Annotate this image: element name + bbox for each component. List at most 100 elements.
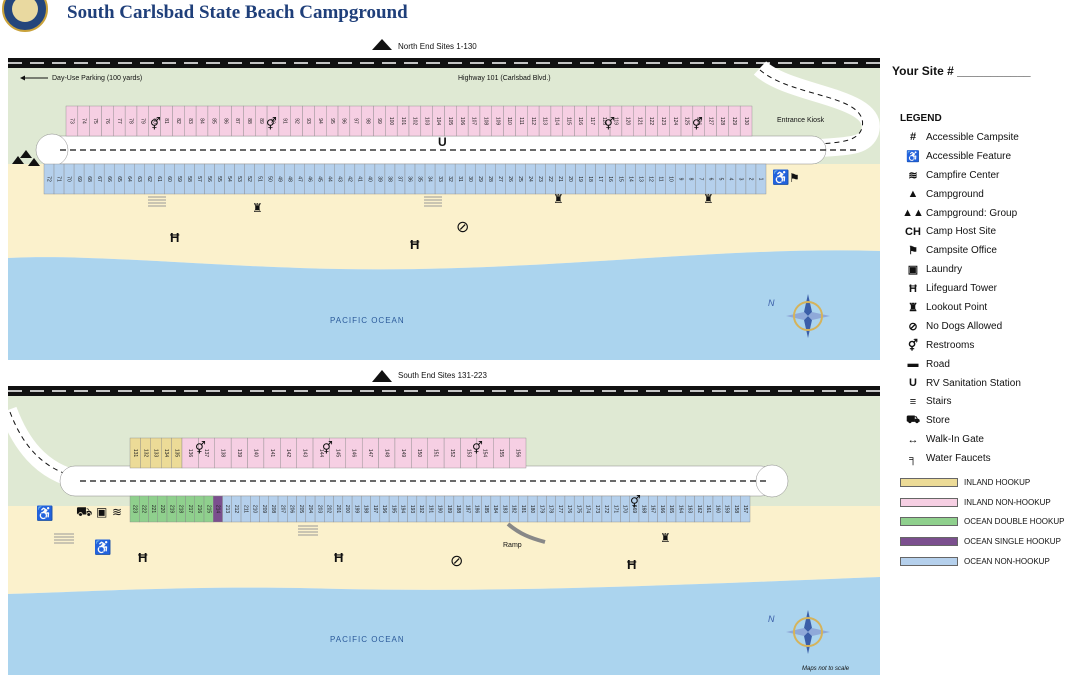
campsite-number: 112 (530, 117, 536, 125)
campsite-number: 150 (416, 449, 422, 458)
legend-label: Campsite Office (926, 245, 997, 257)
legend-label: Accessible Campsite (926, 131, 1019, 143)
campsite-number: 106 (459, 117, 465, 126)
campsite-number: 71 (56, 176, 62, 182)
campsite-number: 184 (492, 505, 498, 514)
campsite-number: 24 (527, 176, 533, 182)
campsite-number: 141 (269, 449, 275, 458)
campsite-number: 119 (613, 117, 619, 125)
campsite-number: 215 (205, 505, 211, 514)
campsite-number: 213 (224, 505, 230, 514)
campsite-number: 49 (276, 176, 282, 182)
color-legend-item: OCEAN SINGLE HOOKUP (900, 532, 1080, 552)
campsite-number: 129 (731, 117, 737, 126)
campsite-number: 163 (687, 505, 693, 514)
campsite-number: 144 (318, 449, 324, 458)
lifeguard-tower-icon: Ħ (334, 550, 344, 565)
campsite-number: 124 (672, 117, 678, 126)
campsite-number: 76 (104, 118, 110, 124)
campsite-number: 174 (585, 505, 591, 514)
campsite-number: 42 (347, 176, 353, 182)
ramp-label: Ramp (503, 542, 522, 549)
legend-title: LEGEND (900, 113, 942, 124)
campsite-number: 89 (258, 118, 264, 124)
campsite-number: 156 (514, 449, 520, 458)
campsite-number: 44 (326, 176, 332, 182)
group-campground-icon (12, 150, 40, 166)
south-beach-sand (8, 506, 880, 594)
campsite-number: 146 (351, 449, 357, 458)
campsite-number: 115 (565, 117, 571, 125)
south-campground-icon (372, 370, 392, 382)
campsite-number: 159 (724, 505, 730, 514)
campsite-number: 34 (427, 176, 433, 182)
campsite-number: 210 (252, 505, 258, 514)
campsite-number: 221 (150, 505, 156, 514)
legend-item: ⊘No Dogs Allowed (900, 317, 1080, 336)
color-swatch (900, 497, 958, 507)
campsite-number: 149 (400, 449, 406, 458)
north-map: North End Sites 1-130 Day-Use Parking (1… (8, 39, 880, 360)
legend-icon: ≡ (909, 395, 917, 408)
symbol-legend: #Accessible Campsite♿Accessible Feature≋… (900, 128, 1080, 468)
campsite-number: 183 (501, 505, 507, 514)
campsite-number: 30 (467, 176, 473, 182)
campsite-number: 165 (668, 505, 674, 514)
campsite-number: 199 (353, 505, 359, 514)
campsite-number: 182 (511, 505, 517, 514)
campsite-number: 194 (400, 505, 406, 514)
campsite-number: 147 (367, 449, 373, 458)
day-use-parking-label: Day-Use Parking (100 yards) (52, 75, 142, 82)
campsite-number: 32 (447, 176, 453, 182)
your-site-label: Your Site # ___________ (892, 64, 1031, 78)
campsite-number: 54 (226, 176, 232, 182)
legend-item: ⚥Restrooms (900, 336, 1080, 355)
campsite-number: 62 (146, 176, 152, 182)
legend-icon: ⚥ (908, 339, 918, 352)
campsite-number: 103 (423, 117, 429, 126)
restroom-icon: ⚥ (266, 117, 277, 131)
stairs-icon (148, 196, 166, 207)
campsite-number: 94 (317, 118, 323, 124)
campsite-number: 92 (293, 118, 299, 124)
legend-item: ⛟Store (900, 411, 1080, 430)
campsite-number: 40 (367, 176, 373, 182)
south-highway (8, 386, 880, 396)
campsite-number: 60 (166, 176, 172, 182)
campsite-number: 111 (518, 117, 524, 125)
legend-icon: CH (905, 225, 921, 238)
legend-label: Accessible Feature (926, 150, 1012, 162)
campsite-number: 117 (589, 117, 595, 125)
campsite-number: 14 (627, 176, 633, 182)
campsite-number: 83 (187, 118, 193, 124)
north-section-label: North End Sites 1-130 (398, 42, 477, 51)
legend-label: Road (926, 358, 950, 370)
not-to-scale-note: Maps not to scale (802, 666, 850, 672)
restroom-icon: ⚥ (692, 117, 703, 131)
campsite-number: 161 (705, 505, 711, 514)
campsite-number: 3 (738, 178, 744, 181)
campsite-number: 217 (187, 505, 193, 514)
campsite-number: 121 (636, 117, 642, 126)
campsite-number: 43 (336, 176, 342, 182)
campsite-number: 48 (286, 176, 292, 182)
campsite-number: 101 (400, 117, 406, 126)
campsite-number: 118 (601, 117, 607, 125)
legend-icon: ▲▲ (902, 207, 924, 219)
campsite-number: 116 (577, 117, 583, 125)
state-parks-logo (2, 0, 48, 32)
legend-label: Campfire Center (926, 169, 1000, 181)
campsite-number: 179 (538, 505, 544, 514)
campsite-number: 138 (220, 449, 226, 458)
campsite-number: 185 (483, 505, 489, 514)
restroom-icon: ⚥ (150, 117, 161, 131)
legend-icon: ♜ (908, 301, 918, 314)
highway-label: Highway 101 (Carlsbad Blvd.) (458, 75, 551, 82)
campsite-number: 29 (477, 176, 483, 182)
ramp-path (506, 522, 546, 544)
restroom-icon: ⚥ (322, 441, 333, 455)
restroom-icon: ⚥ (195, 441, 206, 455)
